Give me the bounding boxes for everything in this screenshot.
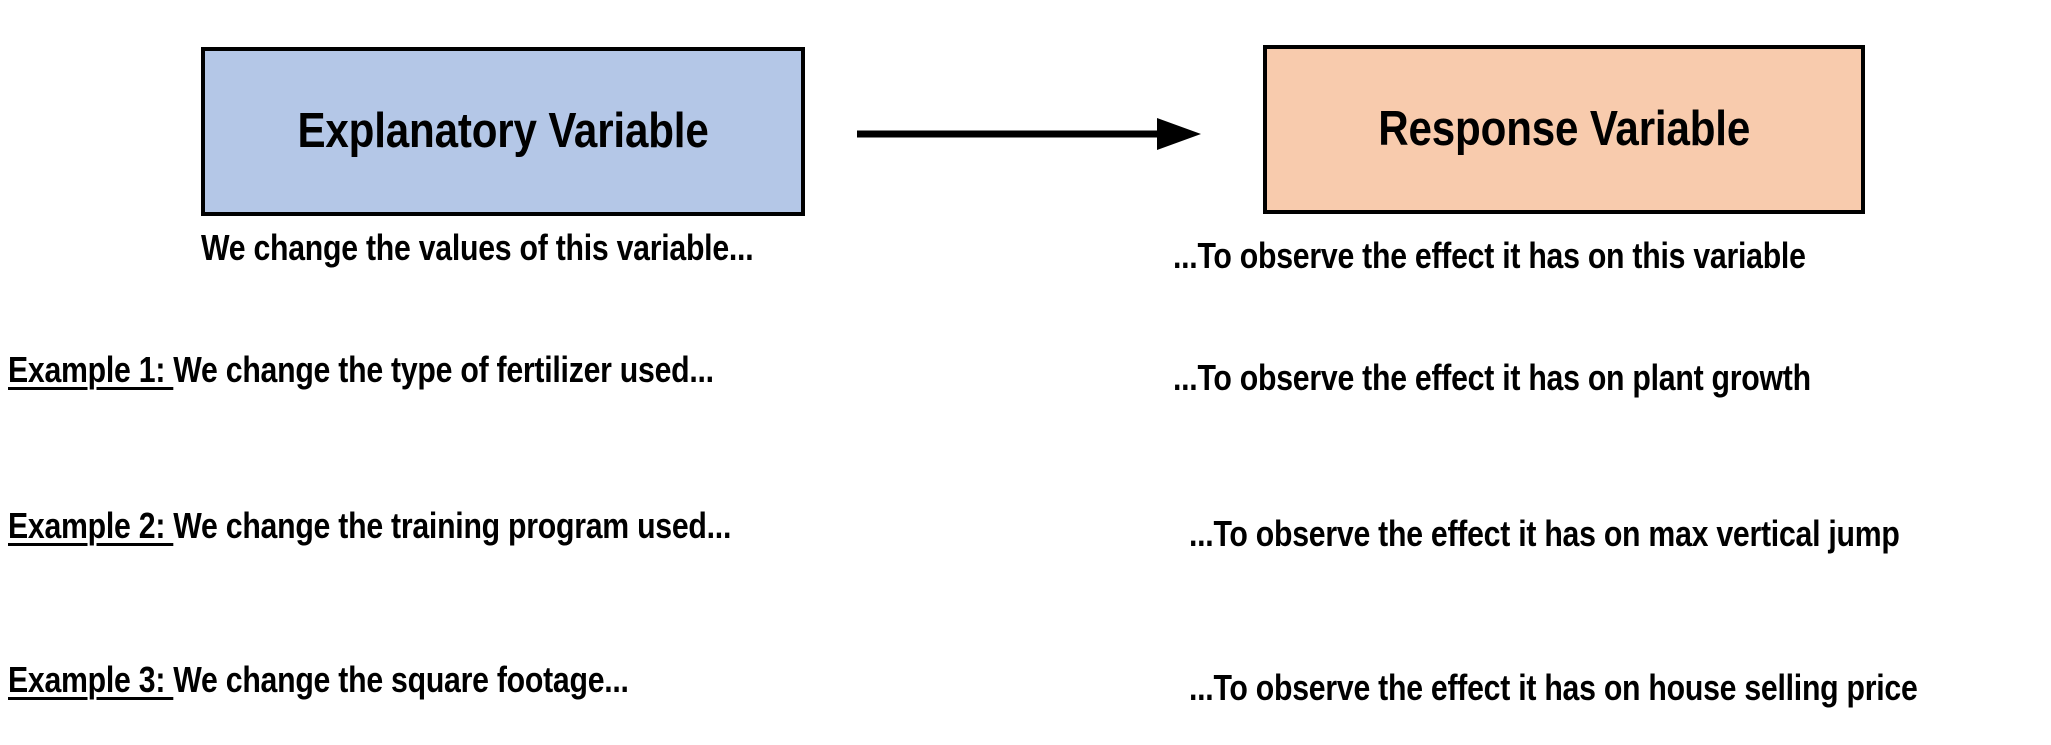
example-1-left: Example 1: We change the type of fertili…	[8, 352, 714, 388]
response-variable-box: Response Variable	[1263, 45, 1865, 214]
example-2-left: Example 2: We change the training progra…	[8, 508, 731, 544]
example-1-left-text: We change the type of fertilizer used...	[173, 349, 714, 390]
example-3-right: ...To observe the effect it has on house…	[1189, 667, 1918, 708]
response-caption: ...To observe the effect it has on this …	[1173, 235, 1806, 276]
example-1-right: ...To observe the effect it has on plant…	[1173, 357, 1811, 398]
example-2-label: Example 2:	[8, 505, 174, 546]
explanatory-variable-label: Explanatory Variable	[297, 104, 709, 158]
example-1-label: Example 1:	[8, 349, 174, 390]
example-3-left-text: We change the square footage...	[173, 659, 629, 700]
example-2-right: ...To observe the effect it has on max v…	[1189, 513, 1900, 554]
explanatory-variable-box: Explanatory Variable	[201, 47, 805, 216]
response-variable-label: Response Variable	[1378, 102, 1750, 156]
explanatory-caption: We change the values of this variable...	[201, 227, 754, 268]
example-3-label: Example 3:	[8, 659, 174, 700]
example-2-left-text: We change the training program used...	[173, 505, 732, 546]
right-arrow-icon	[857, 112, 1203, 156]
example-3-left: Example 3: We change the square footage.…	[8, 662, 629, 698]
